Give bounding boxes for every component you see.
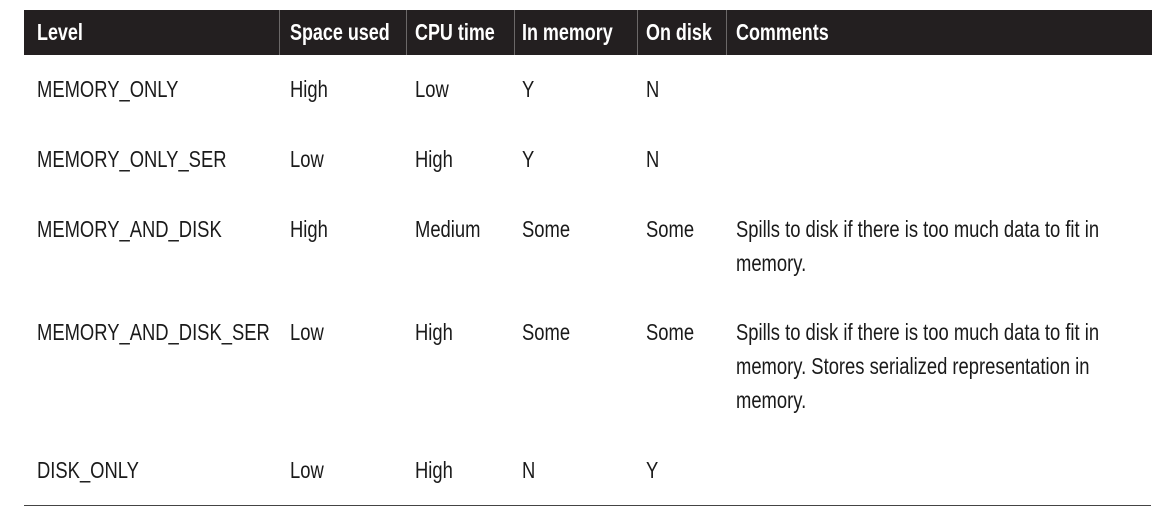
header-level: Level <box>37 19 83 45</box>
cell-space-used: Low <box>290 457 324 483</box>
cell-level: MEMORY_AND_DISK <box>37 216 222 242</box>
table-bottom-rule <box>24 505 1151 506</box>
table-header: Level Space used CPU time In memory On d… <box>24 10 1152 55</box>
cell-level: MEMORY_ONLY <box>37 76 179 102</box>
cell-in-memory: Y <box>522 76 535 102</box>
comment-line: memory. <box>736 250 807 276</box>
column-divider <box>406 10 407 55</box>
comment-line: memory. Stores serialized representation… <box>736 353 1090 379</box>
cell-comments: Spills to disk if there is too much data… <box>736 212 1170 280</box>
column-divider <box>279 10 280 55</box>
cell-on-disk: N <box>646 146 660 172</box>
cell-in-memory: N <box>522 457 536 483</box>
cell-level: MEMORY_ONLY_SER <box>37 146 227 172</box>
cell-space-used: High <box>290 76 328 102</box>
column-divider <box>637 10 638 55</box>
cell-cpu-time: High <box>415 457 453 483</box>
cell-on-disk: Some <box>646 319 695 345</box>
cell-comments: Spills to disk if there is too much data… <box>736 315 1170 417</box>
comment-line: Spills to disk if there is too much data… <box>736 319 1100 345</box>
header-space-used: Space used <box>290 19 390 45</box>
cell-cpu-time: High <box>415 319 453 345</box>
header-in-memory: In memory <box>522 19 613 45</box>
cell-on-disk: Y <box>646 457 659 483</box>
cell-on-disk: N <box>646 76 660 102</box>
comment-line: memory. <box>736 387 807 413</box>
header-cpu-time: CPU time <box>415 19 495 45</box>
header-on-disk: On disk <box>646 19 712 45</box>
cell-level: MEMORY_AND_DISK_SER <box>37 319 270 345</box>
cell-space-used: Low <box>290 319 324 345</box>
column-divider <box>726 10 727 55</box>
cell-in-memory: Some <box>522 319 571 345</box>
cell-space-used: High <box>290 216 328 242</box>
cell-on-disk: Some <box>646 216 695 242</box>
cell-cpu-time: High <box>415 146 453 172</box>
comment-line: Spills to disk if there is too much data… <box>736 216 1100 242</box>
cell-in-memory: Some <box>522 216 571 242</box>
cell-level: DISK_ONLY <box>37 457 139 483</box>
header-comments: Comments <box>736 19 829 45</box>
column-divider <box>514 10 515 55</box>
cell-cpu-time: Low <box>415 76 449 102</box>
cell-cpu-time: Medium <box>415 216 481 242</box>
cell-in-memory: Y <box>522 146 535 172</box>
cell-space-used: Low <box>290 146 324 172</box>
